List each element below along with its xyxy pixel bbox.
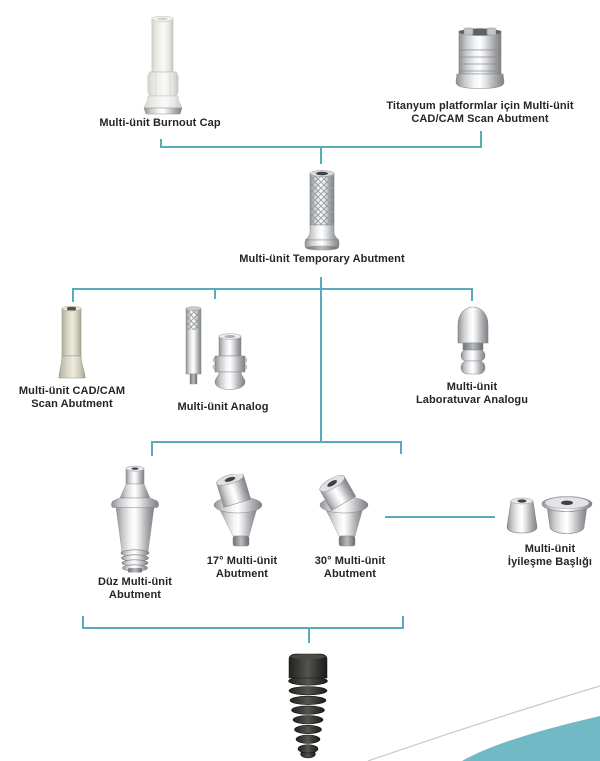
connector-row2-tick-scan bbox=[72, 288, 74, 302]
connector-row3-horizontal bbox=[151, 441, 402, 443]
cadcam-scan-abutment-image bbox=[58, 306, 86, 382]
abutment-30deg-label: 30° Multi-ünit Abutment bbox=[314, 555, 386, 580]
connector-bottom-center-drop bbox=[308, 627, 310, 643]
implant-image bbox=[286, 653, 330, 759]
temporary-abutment-label: Multi-ünit Temporary Abutment bbox=[239, 253, 405, 265]
straight-abutment-label: Düz Multi-ünit Abutment bbox=[97, 576, 173, 601]
cadcam-scan-abutment-label: Multi-ünit CAD/CAM Scan Abutment bbox=[18, 385, 126, 410]
connector-bottom-horizontal bbox=[82, 627, 404, 629]
footer-swoosh bbox=[367, 685, 600, 761]
titanium-scan-abutment-image bbox=[455, 27, 505, 91]
healing-cap-label: Multi-ünit İyileşme Başlığı bbox=[507, 543, 593, 568]
burnout-cap-image bbox=[143, 16, 183, 116]
burnout-cap-label: Multi-ünit Burnout Cap bbox=[99, 117, 221, 129]
abutment-17deg-label: 17° Multi-ünit Abutment bbox=[206, 555, 278, 580]
connector-bottom-right-tick bbox=[402, 616, 404, 628]
laboratory-analog-label: Multi-ünit Laboratuvar Analogu bbox=[415, 381, 529, 406]
analog-image bbox=[182, 306, 250, 390]
laboratory-analog-image bbox=[456, 305, 490, 377]
connector-center-vertical bbox=[320, 277, 322, 443]
temporary-abutment-image bbox=[303, 170, 341, 252]
healing-cap-image bbox=[501, 494, 593, 536]
connector-top-right-tick bbox=[480, 131, 482, 147]
connector-row3-left-tick bbox=[151, 441, 153, 456]
connector-row2-horizontal bbox=[72, 288, 473, 290]
connector-top-center-drop bbox=[320, 146, 322, 164]
connector-bottom-left-tick bbox=[82, 616, 84, 628]
connector-row3-right-tick bbox=[400, 441, 402, 454]
abutment-30deg-image bbox=[316, 474, 376, 550]
connector-row2-tick-lab bbox=[471, 288, 473, 301]
analog-label: Multi-ünit Analog bbox=[177, 401, 269, 413]
straight-abutment-image bbox=[106, 465, 164, 573]
titanium-scan-abutment-label: Titanyum platformlar için Multi-ünit CAD… bbox=[386, 100, 574, 125]
connector-healing-cap-line bbox=[385, 516, 495, 518]
abutment-17deg-image bbox=[210, 474, 270, 550]
connector-row2-tick-analog bbox=[214, 288, 216, 299]
connector-top-left-tick bbox=[160, 139, 162, 147]
